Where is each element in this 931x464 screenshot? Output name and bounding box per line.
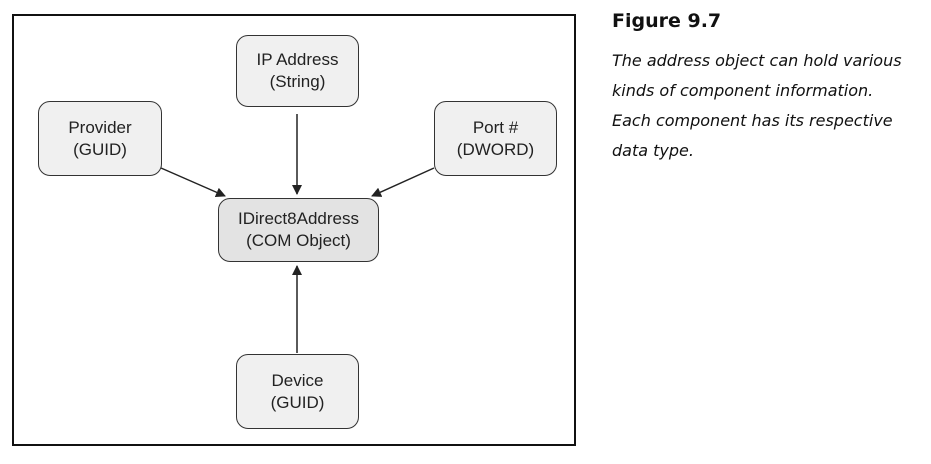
ip-address-node-label: IP Address xyxy=(256,50,339,69)
idirect8address-node: IDirect8Address (COM Object) xyxy=(218,198,379,262)
caption-line: data type. xyxy=(612,141,694,160)
device-node: Device (GUID) xyxy=(236,354,359,429)
port-node-label: Port # xyxy=(472,117,519,137)
port-node: Port # (DWORD) xyxy=(434,101,557,176)
arrow-port-to-center xyxy=(371,167,435,197)
idirect8address-node-type: (COM Object) xyxy=(246,231,351,250)
provider-node-label: Provider xyxy=(68,117,132,137)
caption-line: The address object can hold various xyxy=(612,51,902,70)
ip-address-node-type: (String) xyxy=(269,72,326,91)
device-node-type: (GUID) xyxy=(270,392,325,412)
provider-node-type: (GUID) xyxy=(73,139,127,159)
caption-line: Each component has its respective xyxy=(612,111,893,130)
ip-address-node: IP Address (String) xyxy=(236,35,359,107)
figure-caption: Figure 9.7 The address object can hold v… xyxy=(612,10,928,166)
caption-line: kinds of component information. xyxy=(612,81,874,100)
provider-node: Provider (GUID) xyxy=(38,101,162,176)
figure-title: Figure 9.7 xyxy=(612,10,722,32)
idirect8address-node-label: IDirect8Address xyxy=(238,209,359,228)
device-node-label: Device xyxy=(271,370,324,390)
figure-description: The address object can hold various kind… xyxy=(612,46,928,166)
port-node-type: (DWORD) xyxy=(456,139,535,159)
arrow-provider-to-center xyxy=(160,167,226,197)
